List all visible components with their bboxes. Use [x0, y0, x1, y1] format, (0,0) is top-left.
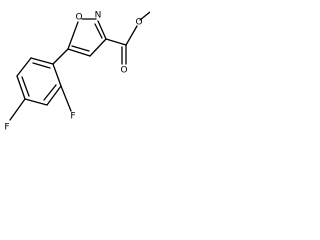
bond-c3-carbonyl [105, 38, 127, 46]
bond-ring-e [46, 85, 62, 106]
bond-ring-f [52, 63, 62, 87]
carbonyl-oxygen-label: O [120, 66, 127, 76]
bond-c5-o1 [67, 21, 79, 50]
bond-ring-e-inner [43, 84, 57, 101]
bond-c-f-para [9, 98, 26, 121]
bond-n2-c3-inner [94, 23, 103, 39]
bond-ring-b [16, 57, 32, 77]
isoxazole-ring [67, 18, 107, 57]
bond-ring-a [30, 57, 54, 65]
fluorine-substituents [9, 85, 72, 121]
bond-c5-ipso [52, 48, 69, 65]
bond-ester-o-methyl [139, 11, 150, 21]
bond-c4-c5 [67, 48, 91, 57]
ring-nitrogen-label: N [95, 11, 102, 21]
bond-ring-c [16, 75, 26, 100]
bond-carbonyl-ester-o [125, 25, 138, 46]
molecule-structure: O N O O F F [4, 11, 150, 133]
bond-ring-d [24, 98, 48, 106]
bond-c3-c4 [89, 38, 107, 57]
atom-labels: O N O O F F [4, 11, 142, 133]
bond-n2-c3 [97, 20, 107, 40]
ester-oxygen-label: O [135, 18, 142, 28]
bond-c4-c5-inner [71, 45, 90, 52]
bond-ring-a-inner [32, 62, 51, 69]
fluorine-ortho-label: F [70, 112, 75, 122]
bond-ring-c-inner [21, 76, 30, 97]
difluorophenyl-ring [16, 48, 69, 106]
methyl-ester-group [105, 11, 150, 65]
bond-c-f-ortho [60, 85, 72, 112]
ring-oxygen-label: O [75, 13, 82, 23]
fluorine-para-label: F [4, 123, 9, 133]
